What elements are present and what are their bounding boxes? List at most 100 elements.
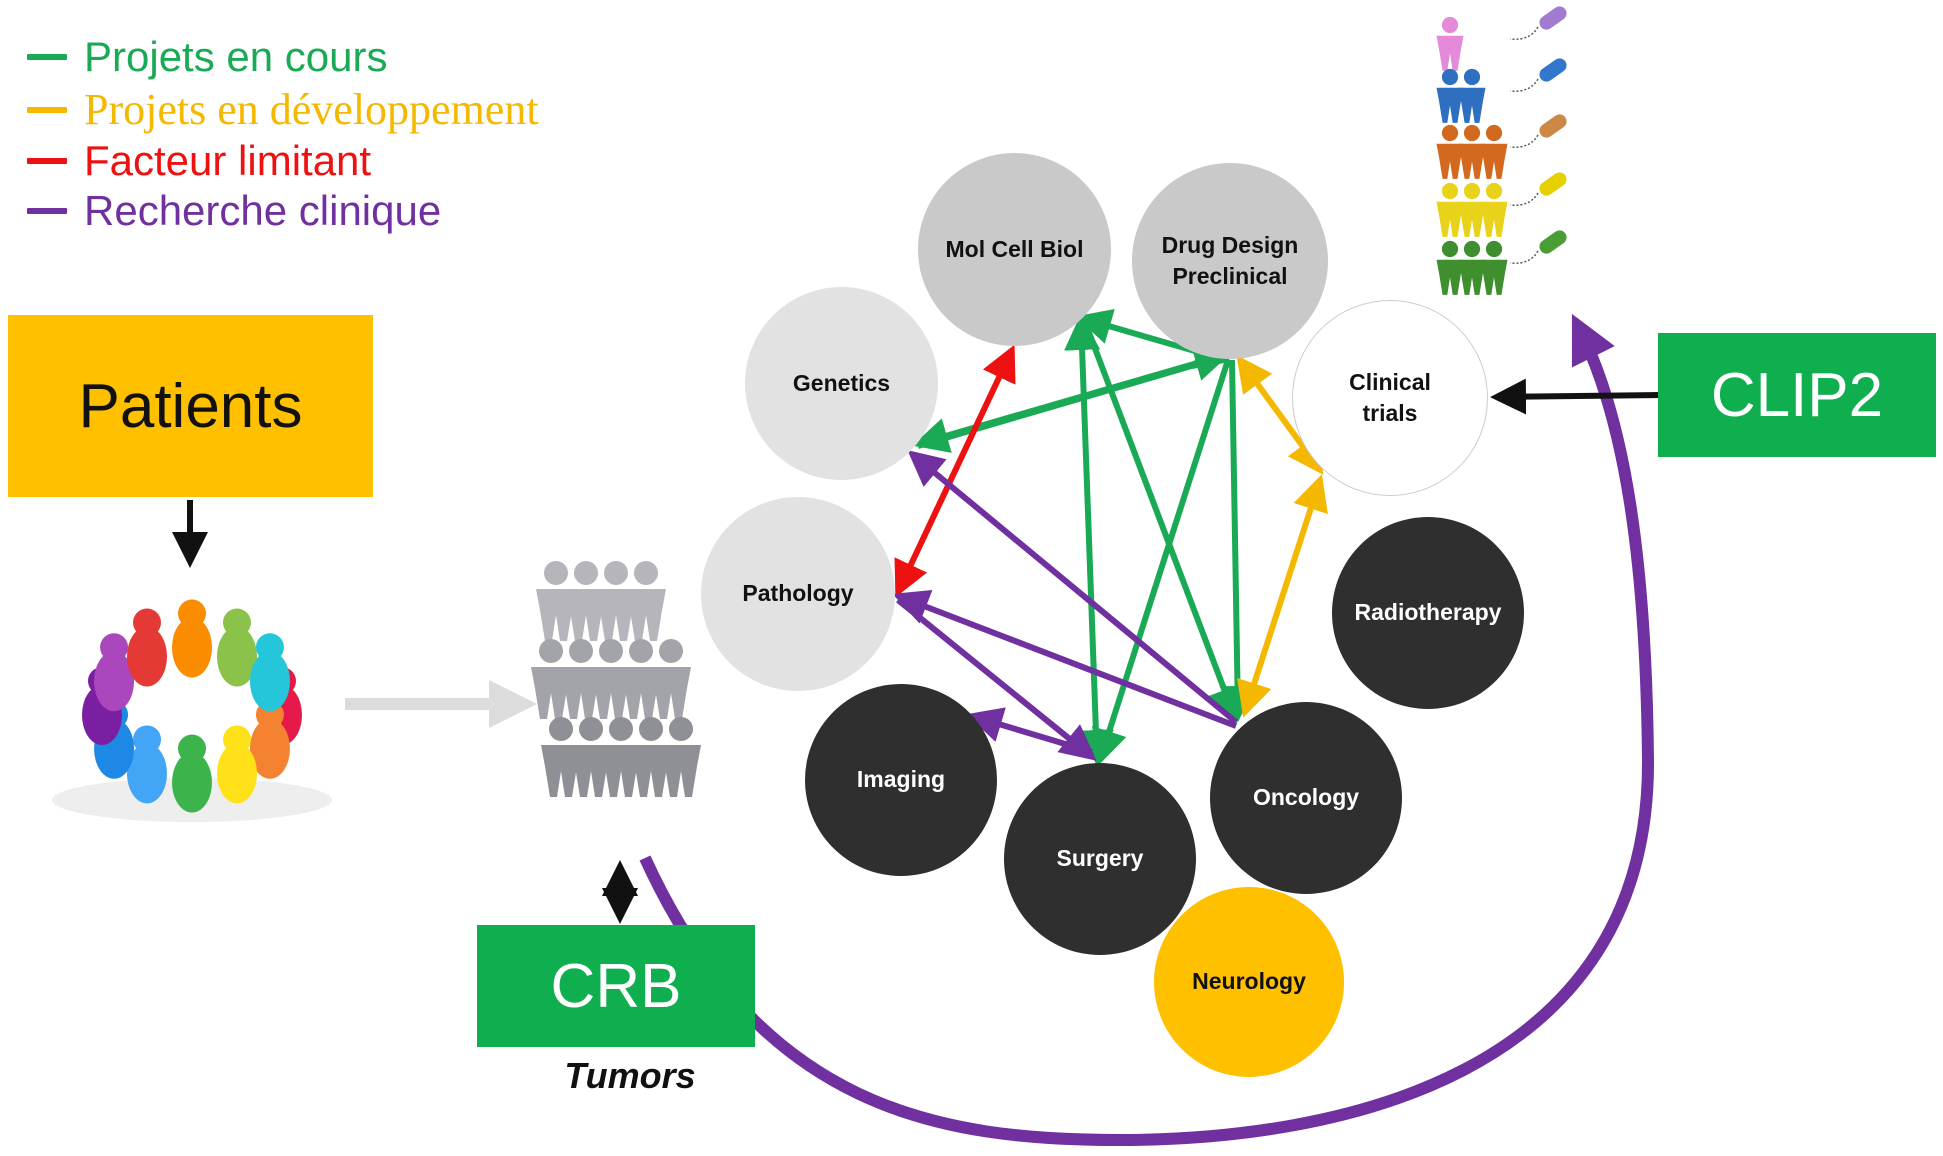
crb-label: CRB xyxy=(550,951,682,1021)
people-circle-icon xyxy=(52,599,332,822)
pill-person xyxy=(1458,124,1486,179)
node-neurology: Neurology xyxy=(1154,887,1344,1077)
ring-person-body xyxy=(127,626,167,687)
legend-label: Projets en développement xyxy=(84,85,539,134)
pill-icon xyxy=(1539,58,1567,82)
patient-crowd-icon xyxy=(531,561,701,797)
clinical-research-arc xyxy=(639,313,1655,1147)
crowd-person xyxy=(591,639,631,719)
crowd-person xyxy=(561,639,601,719)
ring-person-head xyxy=(223,608,251,637)
link-green-genetics-molcell xyxy=(917,354,1223,449)
pill-person xyxy=(1480,182,1508,237)
patients-label: Patients xyxy=(78,371,303,441)
node-oncology: Oncology xyxy=(1210,702,1402,894)
dotted-pointer xyxy=(1509,250,1539,264)
pill-icon xyxy=(1539,114,1567,138)
tumors-label: Tumors xyxy=(564,1055,696,1096)
ring-person-head xyxy=(255,633,284,662)
legend-line-yellow xyxy=(27,107,67,113)
node-mol-cell-biol: Mol Cell Biol xyxy=(918,153,1111,346)
node-drug-design-preclinical: Drug Design Preclinical xyxy=(1132,163,1328,359)
link-red-molcell-pathology xyxy=(894,344,1016,598)
link-green-molcell-surgery xyxy=(1064,314,1114,766)
pill-person xyxy=(1436,240,1464,295)
legend-line-red xyxy=(27,158,67,164)
ring-person-body xyxy=(94,651,135,712)
legend-item-recherche-clinique: Recherche clinique xyxy=(27,190,441,232)
ring-person-body xyxy=(127,743,167,804)
pill-person xyxy=(1458,68,1486,123)
link-purple-pathology-surgery xyxy=(896,597,1097,761)
pill-icon xyxy=(1539,172,1567,196)
node-radiotherapy: Radiotherapy xyxy=(1332,517,1524,709)
link-green-drug-oncology xyxy=(1219,359,1256,722)
crowd-person xyxy=(571,717,611,797)
dotted-pointer xyxy=(1509,26,1539,40)
pill-person xyxy=(1436,68,1464,123)
node-imaging: Imaging xyxy=(805,684,997,876)
link-yellow-clinical-oncology xyxy=(1237,474,1328,718)
crowd-person xyxy=(541,717,581,797)
link-purple-pathology-oncology xyxy=(892,589,1238,729)
legend-label: Recherche clinique xyxy=(84,187,442,234)
people-with-pills-icon xyxy=(1436,6,1567,295)
clip2-label: CLIP2 xyxy=(1710,360,1884,430)
crowd-person xyxy=(621,639,661,719)
pill-person xyxy=(1436,182,1464,237)
link-green-molcell-oncology xyxy=(1082,320,1242,724)
link-yellow-drug-clinical xyxy=(1236,355,1324,475)
crowd-person xyxy=(626,561,666,641)
legend-item-facteur-limitant: Facteur limitant xyxy=(27,140,371,182)
ring-person-head xyxy=(100,633,129,662)
node-genetics: Genetics xyxy=(745,287,938,480)
crowd-person xyxy=(651,639,691,719)
dotted-pointer xyxy=(1509,78,1539,92)
crowd-person xyxy=(536,561,576,641)
dotted-pointer xyxy=(1509,192,1539,206)
crowd-person xyxy=(566,561,606,641)
link-purple-genetics-oncology xyxy=(907,450,1238,725)
pill-person xyxy=(1436,124,1464,179)
legend-line-purple xyxy=(27,208,67,214)
link-green-drug-surgery xyxy=(1091,359,1231,766)
pill-person xyxy=(1458,182,1486,237)
ring-person-body xyxy=(249,651,290,712)
legend-label: Projets en cours xyxy=(84,33,388,80)
ring-person-head xyxy=(178,599,206,628)
dotted-pointer xyxy=(1509,134,1539,148)
ring-person-body xyxy=(172,752,212,813)
legend-item-projets-en-developpement: Projets en développement xyxy=(27,88,539,132)
node-clinical-trials: Clinical trials xyxy=(1292,300,1488,496)
pill-person xyxy=(1480,240,1508,295)
ring-person-head xyxy=(133,608,161,637)
crowd-person xyxy=(596,561,636,641)
ring-person-body xyxy=(217,743,257,804)
clip2-arrow xyxy=(1490,378,1661,415)
pill-person xyxy=(1480,124,1508,179)
crb-box: CRB xyxy=(477,925,755,1047)
crowd-person xyxy=(531,639,571,719)
crowd-person xyxy=(631,717,671,797)
legend-label: Facteur limitant xyxy=(84,137,372,184)
ring-person-body xyxy=(172,617,212,678)
clip2-box: CLIP2 xyxy=(1658,333,1936,457)
pill-person xyxy=(1436,16,1464,71)
node-surgery: Surgery xyxy=(1004,763,1196,955)
ring-person-head xyxy=(178,734,206,763)
crowd-person xyxy=(601,717,641,797)
legend-line-green xyxy=(27,54,67,60)
node-pathology: Pathology xyxy=(701,497,895,691)
ring-person-body xyxy=(249,718,290,779)
link-purple-imaging-surgery xyxy=(966,707,1093,755)
patients-box: Patients xyxy=(8,315,373,497)
ring-person-body xyxy=(217,626,257,687)
ring-person-head xyxy=(223,725,251,754)
pill-icon xyxy=(1539,230,1567,254)
pill-person xyxy=(1458,240,1486,295)
ring-person-head xyxy=(133,725,161,754)
legend-item-projets-en-cours: Projets en cours xyxy=(27,36,387,78)
pill-icon xyxy=(1539,6,1567,30)
